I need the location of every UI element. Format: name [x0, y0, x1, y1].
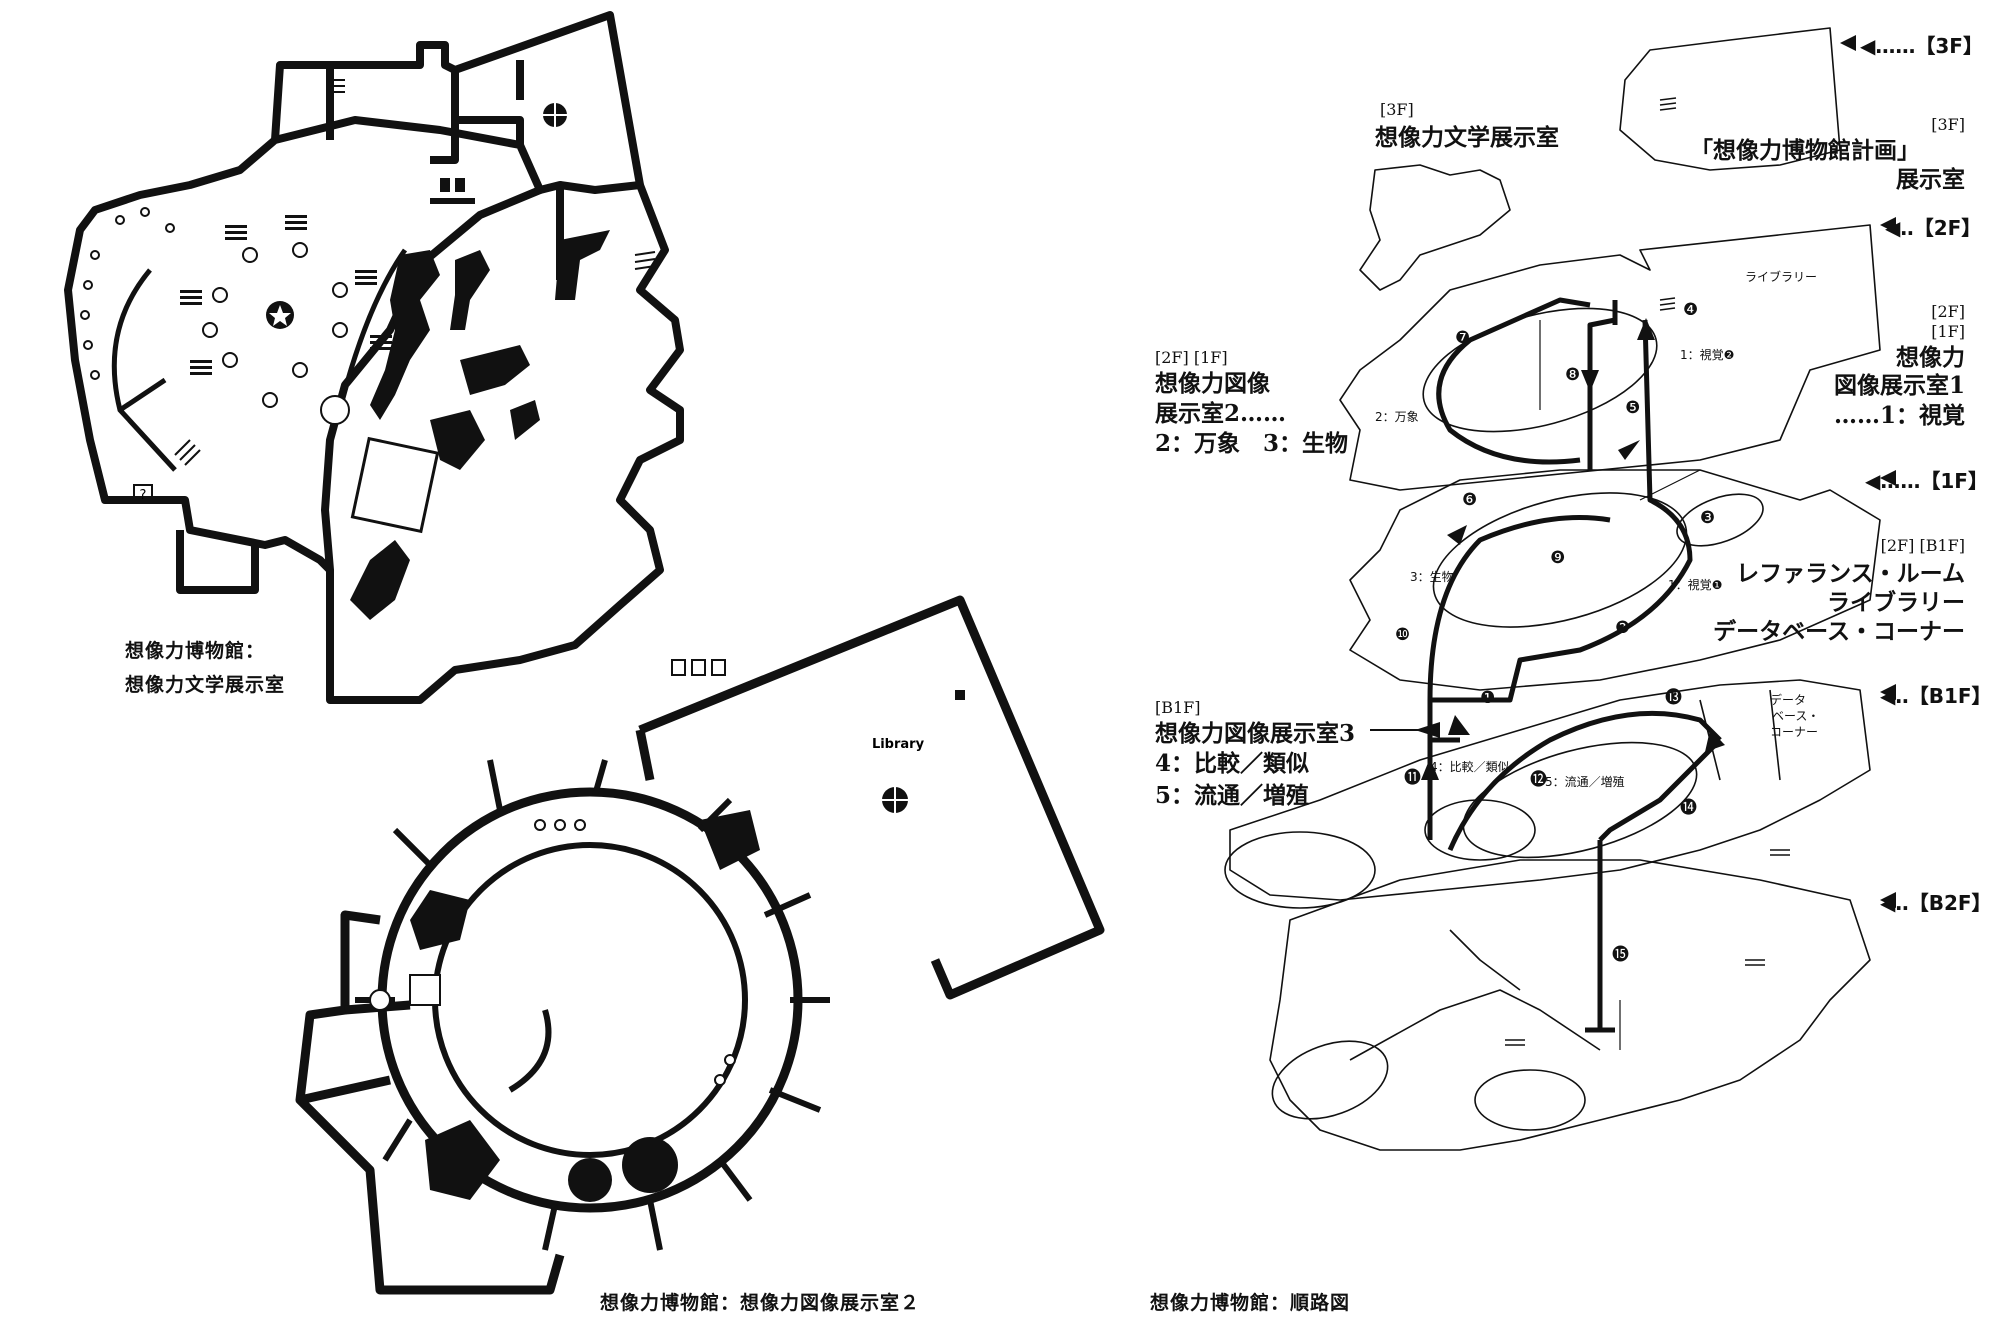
- map-banshou-label: 2：万象: [1375, 410, 1419, 424]
- route-number-11: ⓫: [1404, 768, 1421, 788]
- img1-name-2: 図像展示室1: [1833, 372, 1965, 399]
- route-number-7: ❼: [1455, 328, 1471, 348]
- img2-name-2: 展示室2……: [1155, 400, 1287, 427]
- map-vision1-label: 1：視覚❶: [1668, 578, 1723, 592]
- route-number-1: ❶: [1480, 688, 1496, 708]
- route-number-12: ⓬: [1530, 770, 1547, 790]
- plan-room-name-1: 「想像力博物館計画」: [1690, 137, 1920, 164]
- img2-sub: 2：万象 3：生物: [1155, 430, 1349, 457]
- route-number-3: ❸: [1700, 508, 1716, 528]
- ref-line-3: データベース・コーナー: [1713, 618, 1965, 645]
- img2-name-1: 想像力図像: [1155, 370, 1270, 397]
- ref-line-1: レファランス・ルーム: [1736, 560, 1965, 587]
- map-database-label-2: ベース・: [1772, 709, 1820, 723]
- route-number-4: ❹: [1683, 300, 1699, 320]
- img3-sub-2: 5：流通／増殖: [1155, 782, 1310, 809]
- route-number-2: ❷: [1615, 618, 1631, 638]
- route-plan-caption: 想像力博物館：順路図: [1150, 1292, 1351, 1314]
- floor-marker-b1f: ◀‥【B1F】: [1880, 684, 1992, 708]
- map-vision2-label: 1：視覚❷: [1680, 348, 1735, 362]
- map-ryutsu-label: 5：流通／増殖: [1545, 775, 1625, 789]
- map-compare-label: 4：比較／類似: [1430, 760, 1510, 774]
- question-mark-icon: ?: [140, 488, 147, 503]
- img1-tag-1f: [1F]: [1931, 322, 1965, 341]
- route-number-9: ❾: [1550, 548, 1566, 568]
- map-database-label-1: データ: [1770, 693, 1807, 707]
- ref-tag: [2F] [B1F]: [1880, 536, 1965, 555]
- floor-marker-3f: ◀……【3F】: [1860, 34, 1983, 58]
- lit-room-name: 想像力文学展示室: [1375, 124, 1559, 151]
- route-number-6: ❻: [1462, 490, 1478, 510]
- route-number-8: ❽: [1565, 365, 1581, 385]
- route-number-10: ❿: [1395, 625, 1411, 645]
- route-number-14: ⓮: [1680, 798, 1697, 818]
- route-number-15: ⓯: [1612, 945, 1629, 965]
- img2-tag: [2F] [1F]: [1155, 348, 1228, 367]
- plan-room-tag: [3F]: [1931, 115, 1965, 134]
- img3-name: 想像力図像展示室3: [1155, 720, 1356, 747]
- route-number-5: ❺: [1625, 398, 1641, 418]
- ref-line-2: ライブラリー: [1827, 589, 1965, 616]
- literature-plan-caption-2: 想像力文学展示室: [125, 674, 286, 696]
- map-seibutsu-label: 3：生物: [1410, 570, 1454, 584]
- floor-marker-b2f: ◀‥【B2F】: [1880, 891, 1992, 915]
- img3-tag: [B1F]: [1155, 698, 1201, 717]
- route-number-13: ⓭: [1665, 688, 1682, 708]
- map-library-label: ライブラリー: [1745, 270, 1818, 284]
- image-plan-caption: 想像力博物館：想像力図像展示室２: [600, 1292, 921, 1314]
- plan-room-name-2: 展示室: [1896, 166, 1965, 193]
- img1-tag-2f: [2F]: [1931, 302, 1965, 321]
- library-room-label: Library: [872, 737, 925, 752]
- img1-sub: ……1：視覚: [1833, 402, 1965, 429]
- img1-name-1: 想像力: [1896, 344, 1965, 371]
- floor-marker-2f: ◀‥【2F】: [1885, 216, 1982, 240]
- map-database-label-3: コーナー: [1770, 725, 1819, 739]
- lit-room-tag: [3F]: [1380, 100, 1414, 119]
- img3-sub-1: 4：比較／類似: [1155, 750, 1310, 777]
- literature-plan-caption-1: 想像力博物館：: [125, 640, 266, 662]
- floor-marker-1f: ◀……【1F】: [1865, 469, 1988, 493]
